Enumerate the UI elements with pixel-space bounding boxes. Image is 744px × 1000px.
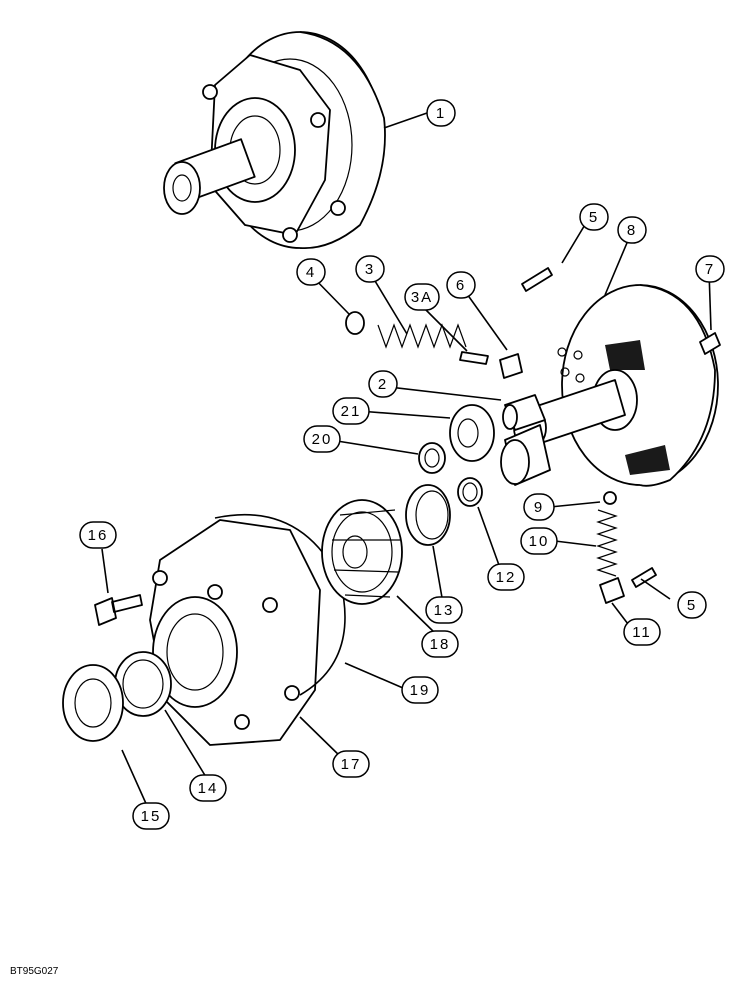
callout-13: 13 <box>425 596 463 624</box>
callout-7: 7 <box>695 255 725 283</box>
svg-text:18: 18 <box>430 636 451 653</box>
callout-5-top: 5 <box>579 203 609 231</box>
svg-text:13: 13 <box>434 602 455 619</box>
svg-text:14: 14 <box>198 780 219 797</box>
ring-part-13 <box>405 484 451 546</box>
callout-20: 20 <box>303 425 341 453</box>
bushing-part-12 <box>457 477 483 507</box>
callout-19: 19 <box>401 676 439 704</box>
svg-text:12: 12 <box>496 569 517 586</box>
valve-part-6 <box>499 353 523 379</box>
bolt-part-16 <box>94 594 143 626</box>
small-gear-part-21 <box>449 404 495 462</box>
callout-8: 8 <box>617 216 647 244</box>
svg-text:3A: 3A <box>411 289 433 306</box>
callout-3a: 3A <box>404 283 440 311</box>
pump-assembly-part-1 <box>163 31 386 250</box>
svg-text:7: 7 <box>705 261 715 278</box>
callout-3: 3 <box>355 255 385 283</box>
svg-text:2: 2 <box>378 376 388 393</box>
svg-text:9: 9 <box>534 499 544 516</box>
seal-part-15 <box>62 664 124 742</box>
washer-part-4 <box>345 311 365 335</box>
svg-text:4: 4 <box>306 264 316 281</box>
svg-text:15: 15 <box>141 808 162 825</box>
svg-text:16: 16 <box>88 527 109 544</box>
ball-part-9 <box>603 491 617 505</box>
callout-17: 17 <box>332 750 370 778</box>
callout-4: 4 <box>296 258 326 286</box>
front-housing-part-17 <box>149 519 321 746</box>
callout-12: 12 <box>487 563 525 591</box>
callout-14: 14 <box>189 774 227 802</box>
svg-text:17: 17 <box>341 756 362 773</box>
svg-text:11: 11 <box>632 624 652 641</box>
callout-2: 2 <box>368 370 398 398</box>
callout-5-bottom: 5 <box>677 591 707 619</box>
callout-6: 6 <box>446 271 476 299</box>
callout-15: 15 <box>132 802 170 830</box>
svg-text:1: 1 <box>436 105 446 122</box>
plug-part-7 <box>699 332 721 355</box>
svg-text:8: 8 <box>627 222 637 239</box>
gear-part-18 <box>321 499 403 605</box>
sleeve-part-2 <box>502 394 546 431</box>
svg-text:3: 3 <box>365 261 375 278</box>
svg-text:19: 19 <box>410 682 431 699</box>
callout-9: 9 <box>523 493 555 521</box>
callout-21: 21 <box>332 397 370 425</box>
svg-text:6: 6 <box>456 277 466 294</box>
spring-part-3 <box>377 323 467 349</box>
callout-10: 10 <box>520 527 558 555</box>
figure-code: BT95G027 <box>10 966 59 977</box>
svg-text:5: 5 <box>687 597 697 614</box>
callout-11: 11 <box>623 618 661 646</box>
callouts: 1 2 3 3A 4 5 5 6 <box>79 99 725 830</box>
callout-18: 18 <box>421 630 459 658</box>
needle-bearing-part-20 <box>418 442 446 474</box>
pin-part-5-top <box>521 267 553 292</box>
svg-text:5: 5 <box>589 209 599 226</box>
pump-body-part-8 <box>500 284 719 487</box>
svg-text:10: 10 <box>529 533 550 550</box>
pin-part-5-bottom <box>631 567 657 588</box>
plug-part-11 <box>599 577 625 604</box>
svg-text:20: 20 <box>312 431 333 448</box>
svg-text:21: 21 <box>341 403 362 420</box>
callout-16: 16 <box>79 521 117 549</box>
callout-1: 1 <box>426 99 456 127</box>
spring-part-10 <box>596 509 618 577</box>
pin-part-3a <box>459 351 489 365</box>
